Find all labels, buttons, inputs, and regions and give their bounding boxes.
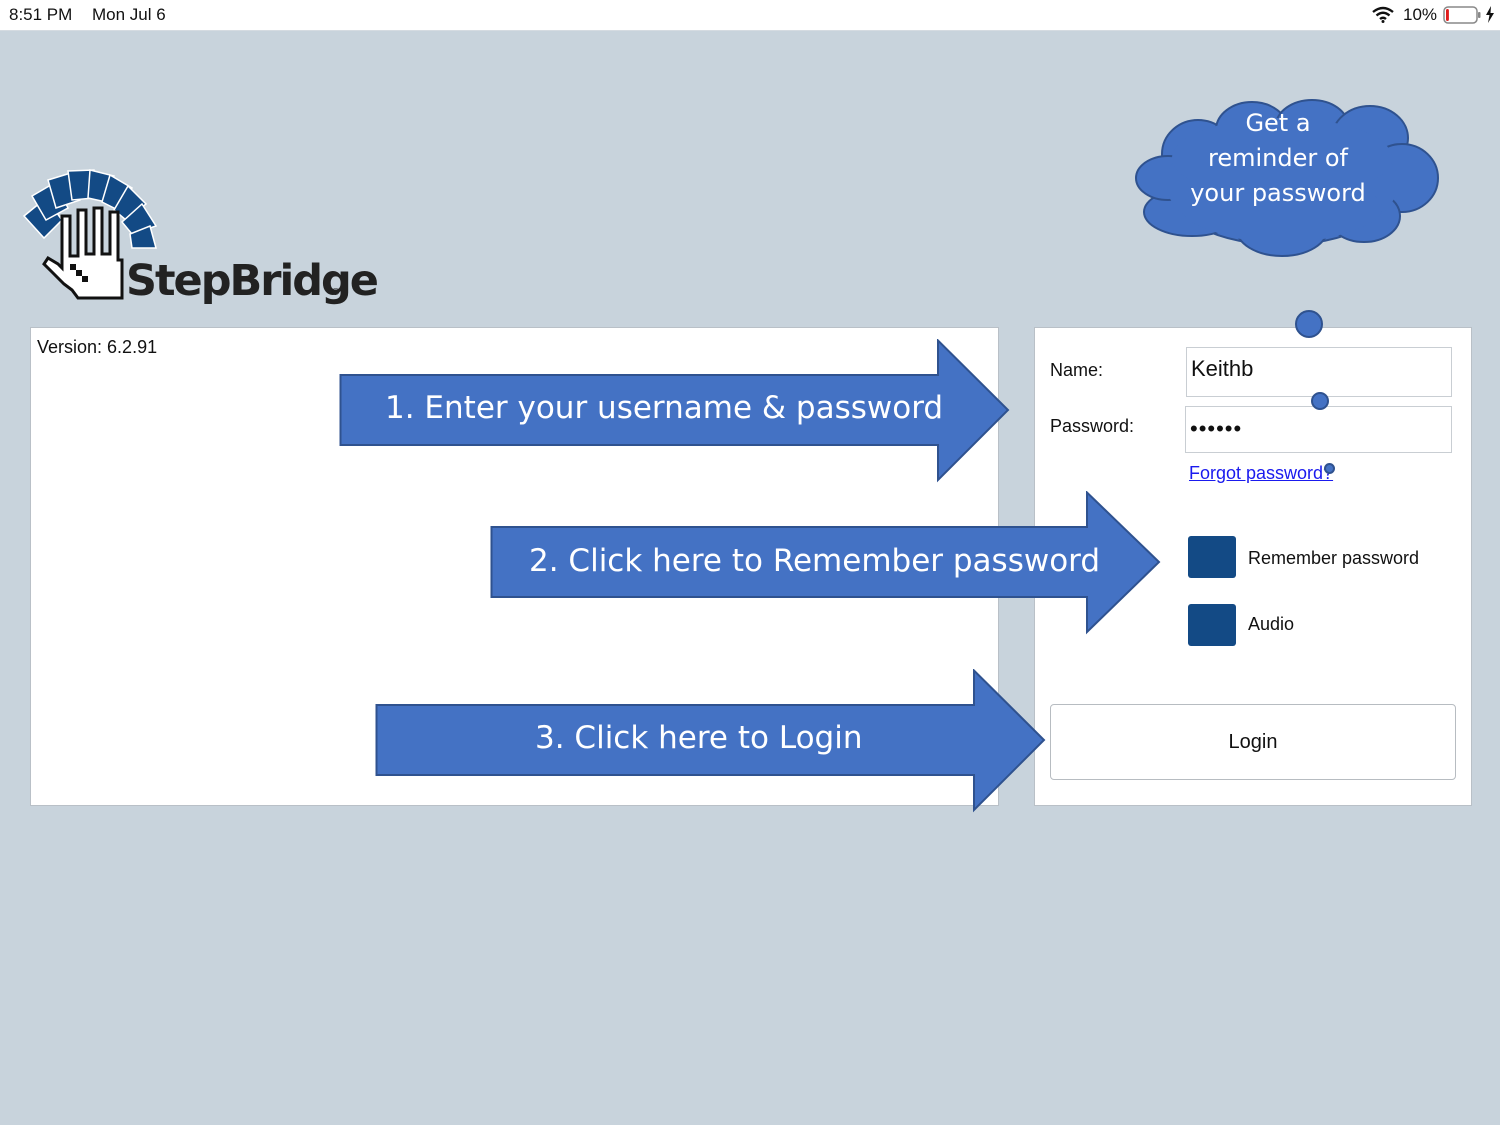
version-label: Version: 6.2.91 — [37, 337, 158, 357]
brand-name: StepBridge — [126, 256, 379, 306]
thought-bubble-dot-small — [1324, 463, 1335, 474]
status-time: 8:51 PM — [9, 5, 73, 24]
battery-percent: 10% — [1403, 5, 1438, 24]
remember-password-label: Remember password — [1248, 548, 1420, 568]
audio-label: Audio — [1248, 614, 1295, 634]
battery-icon — [1443, 6, 1481, 24]
hand-cards-logo-icon — [22, 169, 158, 300]
stepbridge-logo: StepBridge ® — [22, 168, 379, 318]
annotation-step-3-text: 3. Click here to Login — [535, 720, 863, 756]
remember-password-checkbox[interactable] — [1188, 536, 1236, 578]
login-button[interactable]: Login — [1050, 704, 1456, 780]
registered-mark: ® — [332, 287, 340, 298]
password-input[interactable]: •••••• — [1185, 406, 1452, 453]
thought-bubble-dot-large — [1295, 310, 1323, 338]
annotation-step-2-text: 2. Click here to Remember password — [529, 543, 1101, 579]
charging-bolt-icon — [1486, 6, 1494, 23]
name-label: Name: — [1050, 360, 1104, 380]
annotation-arrow-1 — [339, 339, 1010, 483]
password-label: Password: — [1050, 416, 1135, 436]
thought-bubble-dot-medium — [1311, 392, 1329, 410]
annotation-arrow-2 — [490, 491, 1161, 635]
thought-cloud-callout — [1135, 99, 1439, 257]
annotation-arrow-3 — [375, 669, 1046, 813]
cloud-callout-text: Get a reminder of your password — [1190, 109, 1366, 207]
annotation-step-1-text: 1. Enter your username & password — [385, 390, 944, 426]
status-date: Mon Jul 6 — [92, 5, 166, 24]
name-input[interactable]: Keithb — [1186, 347, 1452, 397]
login-panel: Name: Keithb Password: •••••• Forgot pas… — [1034, 327, 1472, 806]
forgot-password-link[interactable]: Forgot password? — [1189, 463, 1334, 483]
status-bar: 8:51 PM Mon Jul 6 10% — [0, 0, 1500, 31]
audio-checkbox[interactable] — [1188, 604, 1236, 646]
wifi-icon — [1372, 6, 1394, 23]
